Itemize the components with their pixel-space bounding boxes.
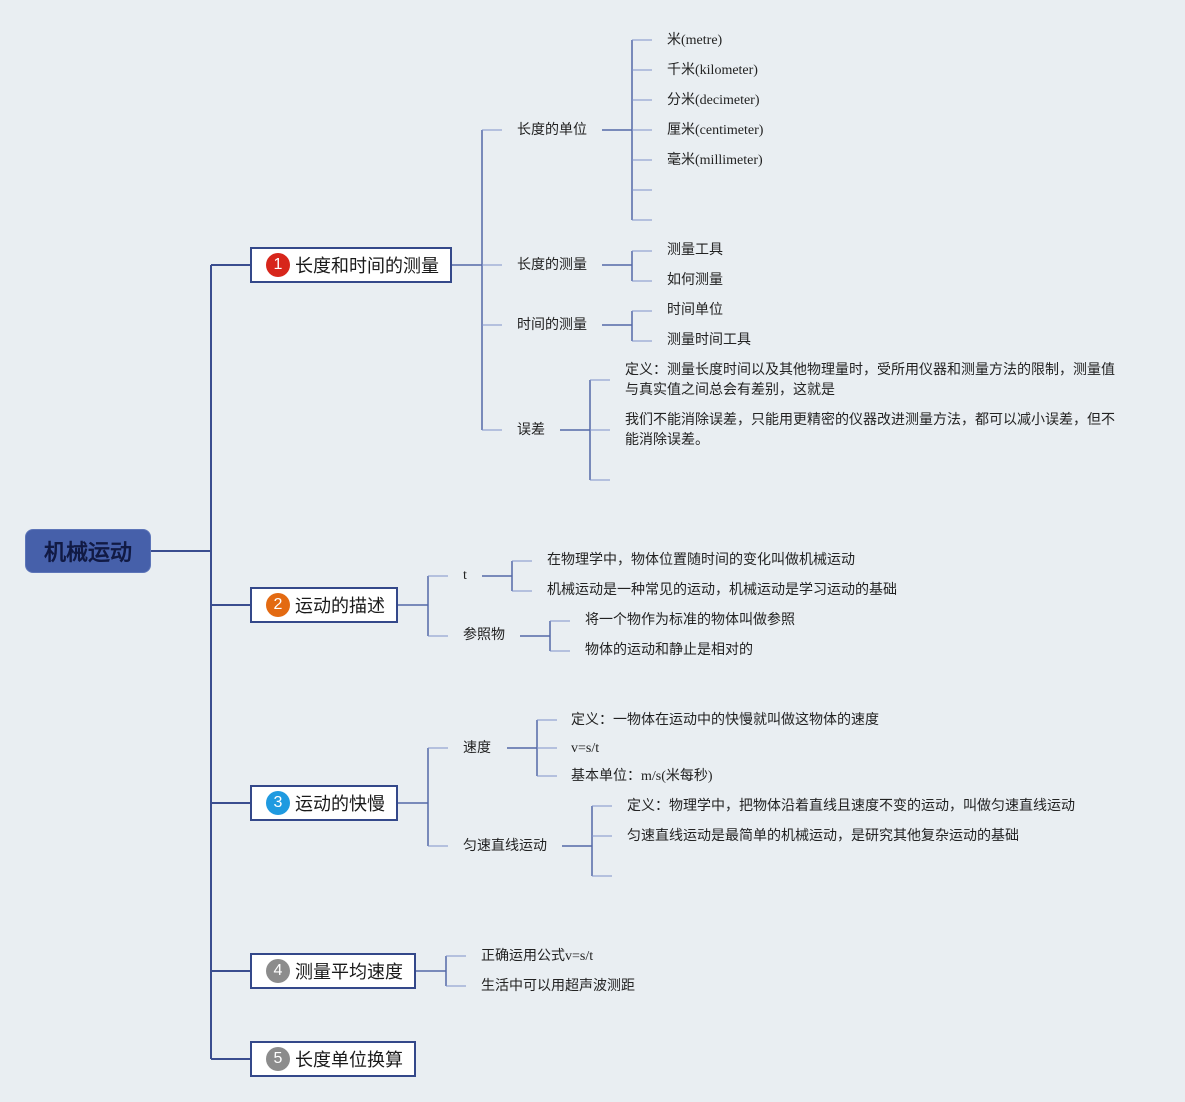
root-topic[interactable]: 机械运动 xyxy=(25,529,151,573)
leaf-topic-formula-usage[interactable]: 正确运用公式v=s/t xyxy=(481,949,594,964)
branch-topic-2[interactable]: 2 运动的描述 xyxy=(250,587,398,623)
number-badge-1: 1 xyxy=(266,253,290,277)
branch-topic-4-label: 测量平均速度 xyxy=(295,962,403,983)
leaf-topic-error-reduction[interactable]: 我们不能消除误差，只能用更精密的仪器改进测量方法，都可以减小误差，但不能消除误差… xyxy=(625,413,1115,448)
leaf-topic-speed-unit[interactable]: 基本单位：m/s(米每秒) xyxy=(571,769,713,784)
number-badge-3: 3 xyxy=(266,791,290,815)
subtopic-length-measurement[interactable]: 长度的测量 xyxy=(517,258,587,273)
leaf-topic-metre[interactable]: 米(metre) xyxy=(667,33,723,48)
leaf-topic-kilometer[interactable]: 千米(kilometer) xyxy=(667,63,758,78)
branch-topic-3-label: 运动的快慢 xyxy=(295,794,385,815)
leaf-topic-speed-definition[interactable]: 定义：一物体在运动中的快慢就叫做这物体的速度 xyxy=(571,713,879,728)
leaf-topic-millimeter[interactable]: 毫米(millimeter) xyxy=(667,153,763,168)
leaf-topic-error-definition[interactable]: 定义：测量长度时间以及其他物理量时，受所用仪器和测量方法的限制，测量值与真实值之… xyxy=(625,363,1115,398)
leaf-topic-uniform-motion-definition[interactable]: 定义：物理学中，把物体沿着直线且速度不变的运动，叫做匀速直线运动 xyxy=(627,799,1075,814)
subtopic-speed[interactable]: 速度 xyxy=(463,741,491,756)
subtopic-t[interactable]: t xyxy=(463,568,467,583)
leaf-topic-measuring-tools[interactable]: 测量工具 xyxy=(667,243,723,258)
leaf-topic-mechanical-motion-definition[interactable]: 在物理学中，物体位置随时间的变化叫做机械运动 xyxy=(547,553,855,568)
root-topic-label: 机械运动 xyxy=(43,541,132,566)
leaf-topic-uniform-motion-basis[interactable]: 匀速直线运动是最简单的机械运动，是研究其他复杂运动的基础 xyxy=(627,829,1019,844)
subtopic-uniform-linear-motion[interactable]: 匀速直线运动 xyxy=(463,839,547,854)
branch-topic-5[interactable]: 5 长度单位换算 xyxy=(250,1041,416,1077)
number-badge-4: 4 xyxy=(266,959,290,983)
branch-topic-5-label: 长度单位换算 xyxy=(295,1050,403,1071)
leaf-topic-relative-motion[interactable]: 物体的运动和静止是相对的 xyxy=(585,643,753,658)
branch-topic-1-label: 长度和时间的测量 xyxy=(295,256,439,277)
leaf-topic-time-tools[interactable]: 测量时间工具 xyxy=(667,333,751,348)
subtopic-reference-object[interactable]: 参照物 xyxy=(463,628,505,643)
leaf-topic-reference-definition[interactable]: 将一个物作为标准的物体叫做参照 xyxy=(585,613,795,628)
subtopic-error[interactable]: 误差 xyxy=(517,423,545,438)
branch-topic-4[interactable]: 4 测量平均速度 xyxy=(250,953,416,989)
leaf-topic-mechanical-motion-basis[interactable]: 机械运动是一种常见的运动，机械运动是学习运动的基础 xyxy=(547,583,897,598)
leaf-topic-decimeter[interactable]: 分米(decimeter) xyxy=(667,93,760,108)
number-badge-5: 5 xyxy=(266,1047,290,1071)
tick-lines xyxy=(428,39,652,987)
leaf-topic-how-to-measure[interactable]: 如何测量 xyxy=(667,273,723,288)
leaf-topic-ultrasonic-ranging[interactable]: 生活中可以用超声波测距 xyxy=(481,979,635,994)
leaf-topic-centimeter[interactable]: 厘米(centimeter) xyxy=(667,123,764,138)
number-badge-2: 2 xyxy=(266,593,290,617)
subtopic-time-measurement[interactable]: 时间的测量 xyxy=(517,318,587,333)
leaf-topic-speed-formula[interactable]: v=s/t xyxy=(571,741,600,756)
branch-topic-3[interactable]: 3 运动的快慢 xyxy=(250,785,398,821)
subtopic-length-units[interactable]: 长度的单位 xyxy=(517,123,587,138)
branch-topic-1[interactable]: 1 长度和时间的测量 xyxy=(250,247,452,283)
trunk-lines xyxy=(150,264,250,1060)
leaf-topic-time-units[interactable]: 时间单位 xyxy=(667,303,723,318)
branch-topic-2-label: 运动的描述 xyxy=(295,596,385,617)
